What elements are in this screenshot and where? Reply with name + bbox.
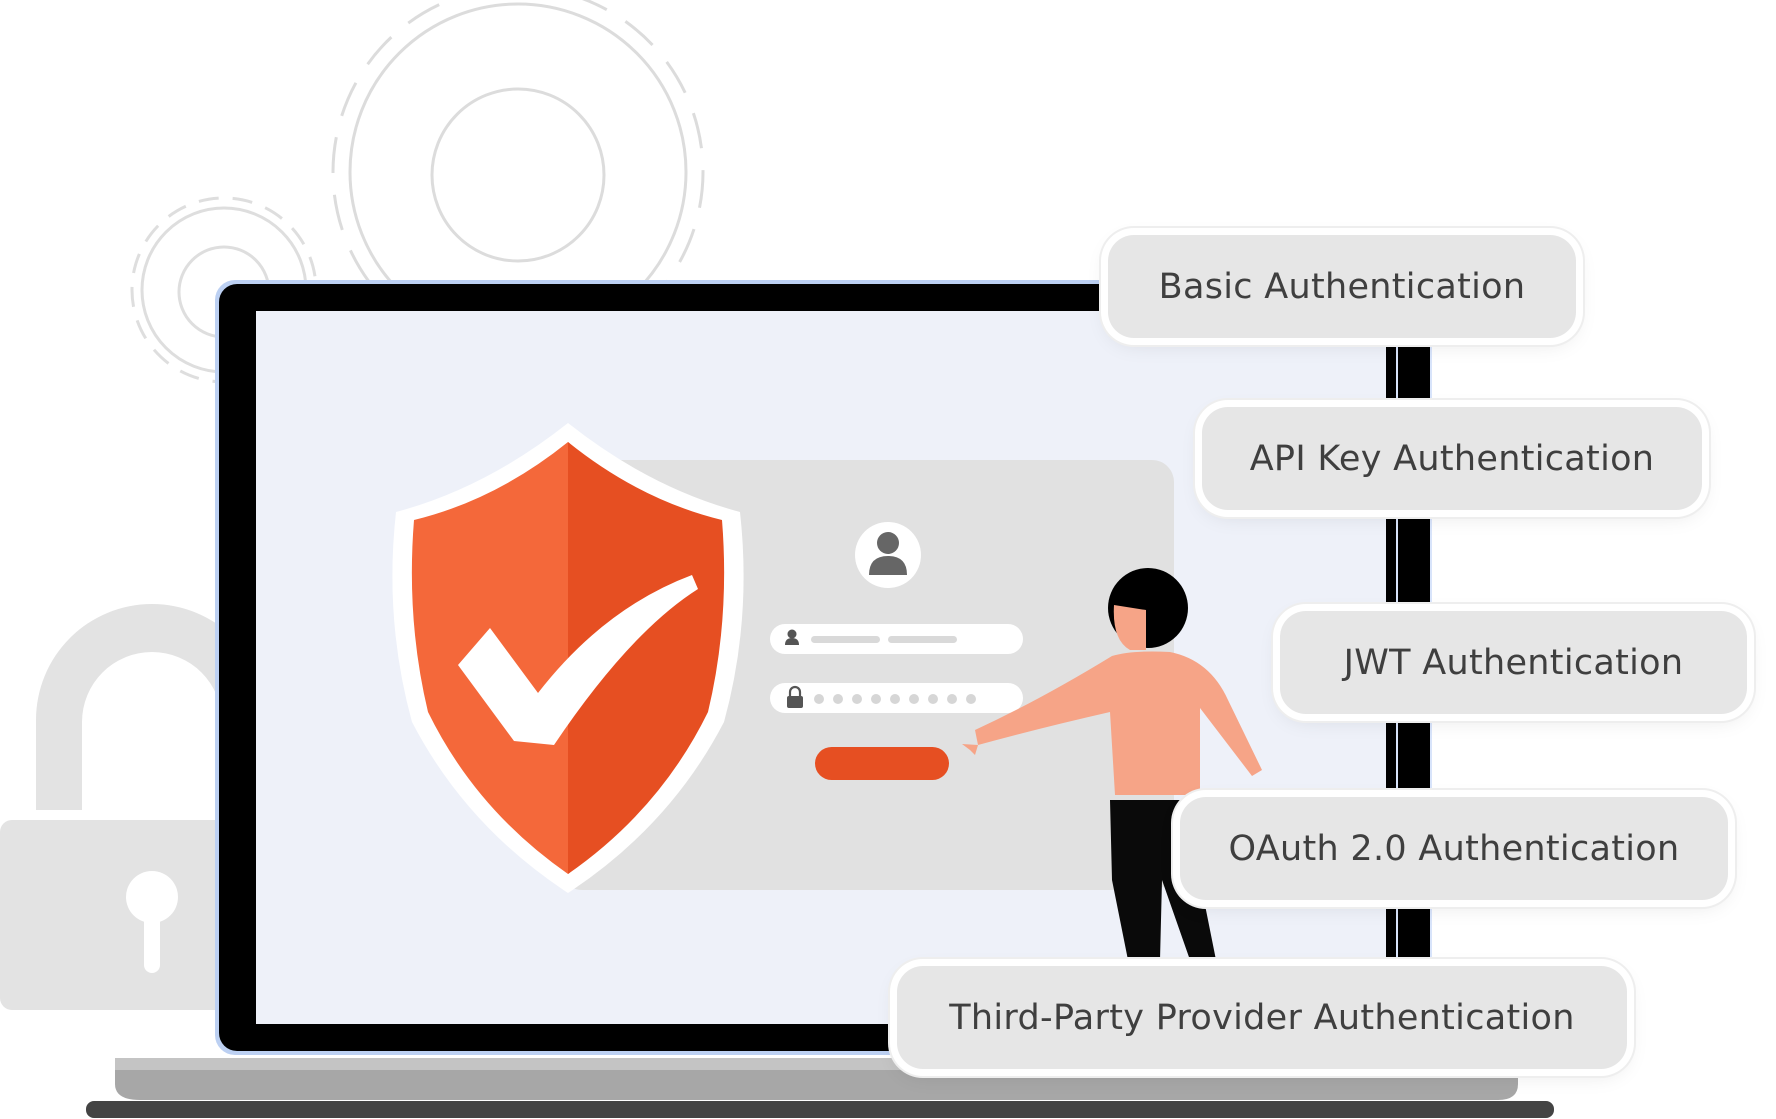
lock-small-icon [787, 685, 803, 708]
jwt-authentication-label: JWT Authentication [1343, 642, 1684, 683]
user-avatar-icon [855, 522, 921, 588]
third-party-provider-authentication-label: Third-Party Provider Authentication [949, 997, 1575, 1038]
third-party-provider-authentication-pill[interactable]: Third-Party Provider Authentication [897, 966, 1627, 1069]
api-key-authentication-pill[interactable]: API Key Authentication [1202, 407, 1702, 510]
password-field[interactable] [770, 683, 1023, 713]
password-dots [814, 694, 976, 704]
basic-authentication-pill[interactable]: Basic Authentication [1108, 235, 1576, 338]
user-small-icon [785, 629, 799, 645]
login-button[interactable] [815, 747, 949, 780]
oauth-authentication-pill[interactable]: OAuth 2.0 Authentication [1180, 797, 1728, 900]
username-field[interactable] [770, 624, 1023, 654]
oauth-authentication-label: OAuth 2.0 Authentication [1228, 828, 1680, 869]
api-key-authentication-label: API Key Authentication [1249, 438, 1655, 479]
jwt-authentication-pill[interactable]: JWT Authentication [1280, 611, 1747, 714]
basic-authentication-label: Basic Authentication [1158, 266, 1526, 307]
